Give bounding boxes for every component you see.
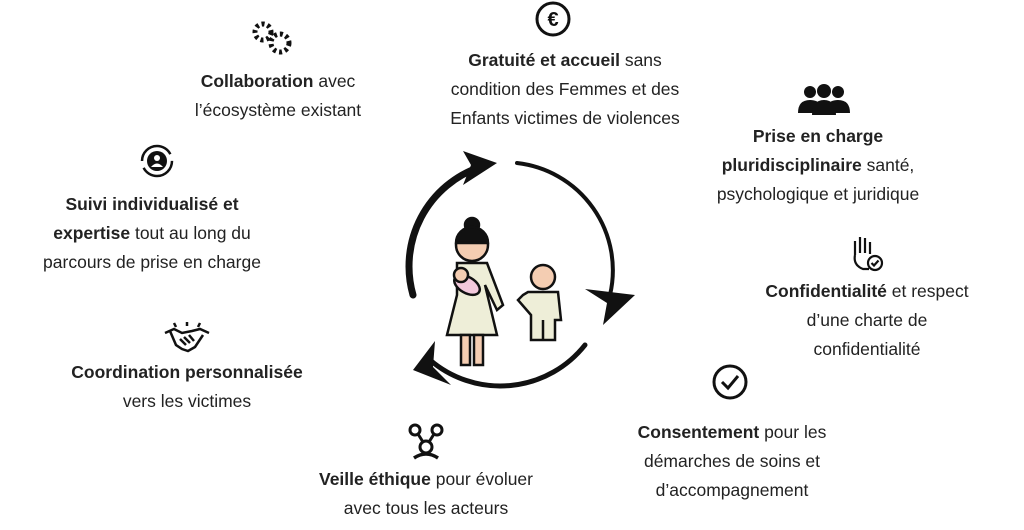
checkmark-circle-icon: [711, 363, 749, 401]
handshake-icon: [162, 321, 212, 355]
user-cycle-icon: [139, 143, 175, 179]
arrowhead-top: [463, 151, 497, 185]
item-title: Coordination personnalisée: [71, 362, 303, 382]
item-title: expertise: [53, 223, 131, 243]
euro-icon: €: [534, 0, 572, 38]
item-title: Confidentialité: [765, 281, 887, 301]
item-title: Veille éthique: [318, 469, 431, 489]
item-veille: Veille éthique pour évoluer avec tous le…: [319, 465, 533, 523]
child-figure: [516, 263, 563, 342]
arrowhead-bottom: [413, 341, 451, 385]
cycle-illustration: [405, 151, 635, 389]
item-title: Collaboration: [200, 71, 314, 91]
item-text: condition des Femmes et des: [450, 79, 680, 99]
item-text: avec: [313, 71, 356, 91]
item-text: d’accompagnement: [655, 480, 809, 500]
gears-icon: [249, 19, 295, 57]
item-text: santé,: [861, 155, 915, 175]
item-text: sans: [619, 50, 662, 70]
item-title: Gratuité et accueil: [468, 50, 620, 70]
cycle-arrow-right: [515, 161, 615, 297]
group-icon: [796, 83, 852, 117]
item-text: et respect: [886, 281, 969, 301]
item-title: Suivi individualisé et: [65, 194, 239, 214]
item-text: pour les: [759, 422, 827, 442]
svg-text:€: €: [547, 9, 558, 31]
item-prise-en-charge: Prise en charge pluridisciplinaire santé…: [717, 122, 919, 209]
item-text: l’écosystème existant: [194, 100, 362, 120]
item-confidentialite: Confidentialité et respect d’une charte …: [765, 277, 968, 364]
item-coordination: Coordination personnalisée vers les vict…: [71, 358, 302, 416]
item-text: pour évoluer: [430, 469, 534, 489]
cycle-arrow-bottom: [427, 342, 588, 389]
arrowhead-right: [585, 289, 635, 325]
item-suivi: Suivi individualisé et expertise tout au…: [43, 190, 261, 277]
network-icon: [406, 422, 446, 460]
hand-check-icon: [847, 233, 885, 273]
item-title: pluridisciplinaire: [721, 155, 862, 175]
item-text: démarches de soins et: [643, 451, 821, 471]
item-text: d’une charte de: [806, 310, 928, 330]
item-text: confidentialité: [813, 339, 921, 359]
item-text: tout au long du: [130, 223, 251, 243]
item-text: parcours de prise en charge: [43, 252, 261, 272]
item-text: avec tous les acteurs: [343, 498, 509, 518]
item-title: Prise en charge: [752, 126, 884, 146]
item-text: vers les victimes: [122, 391, 252, 411]
item-collaboration: Collaboration avec l’écosystème existant: [195, 67, 361, 125]
item-consentement: Consentement pour les démarches de soins…: [638, 418, 827, 505]
item-text: psychologique et juridique: [716, 184, 920, 204]
item-title: Consentement: [637, 422, 760, 442]
mother-figure: [445, 216, 505, 367]
item-text: Enfants victimes de violences: [450, 108, 680, 128]
cycle-arrow-top: [405, 163, 484, 299]
item-gratuite: Gratuité et accueil sans condition des F…: [450, 46, 680, 133]
